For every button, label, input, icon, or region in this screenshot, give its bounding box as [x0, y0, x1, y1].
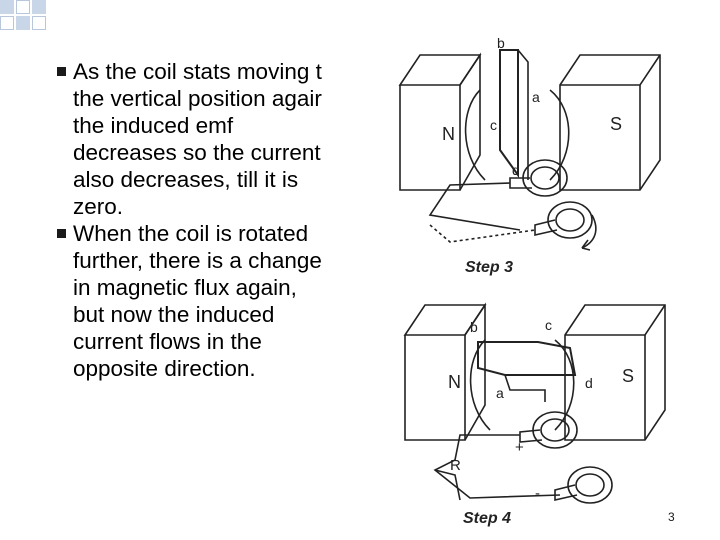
- step3-caption: Step 3: [465, 259, 513, 276]
- step4-caption: Step 4: [463, 510, 511, 527]
- bullet-item: When the coil is rotated further, there …: [50, 220, 380, 382]
- bullet-text: When the coil is rotated further, there …: [73, 221, 322, 381]
- generator-figure: N S b a c d Step 3: [360, 30, 680, 540]
- coil-label-b: b: [497, 35, 505, 51]
- bullet-item: As the coil stats moving t the vertical …: [50, 58, 380, 220]
- coil-label-c: c: [490, 117, 497, 133]
- coil-label-c: c: [545, 317, 552, 333]
- plus-label: +: [515, 439, 524, 456]
- step4-labels: N S b c a d R + - Step 4: [448, 317, 634, 527]
- minus-label: -: [535, 485, 540, 502]
- coil-label-a: a: [496, 385, 504, 401]
- step3-labels: N S b a c d Step 3: [442, 35, 622, 276]
- north-pole-label: N: [448, 372, 461, 392]
- south-pole-label: S: [622, 366, 634, 386]
- corner-decoration: [0, 0, 60, 44]
- coil-label-a: a: [532, 89, 540, 105]
- bullet-square-icon: [57, 67, 66, 76]
- resistor-label: R: [450, 457, 461, 474]
- coil-label-d: d: [512, 162, 520, 178]
- bullet-list: As the coil stats moving t the vertical …: [50, 58, 380, 382]
- bullet-text: As the coil stats moving t the vertical …: [73, 59, 322, 219]
- bullet-square-icon: [57, 229, 66, 238]
- coil-label-d: d: [585, 375, 593, 391]
- slide-number: 3: [668, 510, 675, 524]
- step3-diagram: [398, 49, 661, 251]
- step4-diagram: [403, 302, 666, 504]
- north-pole-label: N: [442, 124, 455, 144]
- coil-label-b: b: [470, 319, 478, 335]
- south-pole-label: S: [610, 114, 622, 134]
